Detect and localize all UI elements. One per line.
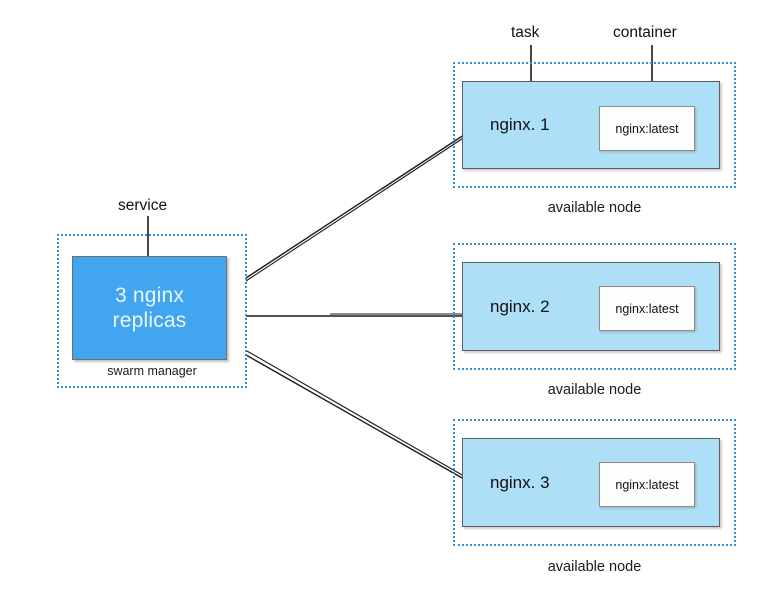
task-label-1: nginx. 1 [490, 115, 550, 134]
container-box-2[interactable]: nginx:latest [599, 286, 695, 331]
service-box[interactable]: 3 nginx replicas [72, 256, 227, 360]
callout-label-task: task [511, 24, 540, 41]
callout-label-container: container [613, 24, 677, 41]
swarm-manager-caption: swarm manager [107, 364, 197, 378]
callout-label-service: service [118, 197, 168, 214]
task-label-2: nginx. 2 [490, 296, 550, 316]
arrow-service-to-node3 [245, 350, 479, 488]
node-caption-3: available node [547, 559, 642, 575]
arrow-service-to-node2 [246, 311, 479, 321]
swarm-manager-group [57, 234, 247, 388]
available-node-group-2 [453, 243, 736, 370]
service-line-1: 3 nginx [114, 284, 185, 307]
container-label-3: nginx:latest [615, 477, 679, 492]
task-box-1[interactable]: nginx. 1 [462, 81, 720, 169]
container-box-3[interactable]: nginx:latest [599, 462, 695, 507]
arrow-service-to-node1 [245, 126, 477, 282]
task-label-3: nginx. 3 [490, 472, 550, 492]
container-label-1: nginx:latest [615, 121, 679, 136]
available-node-group-3 [453, 419, 736, 546]
node-caption-1: available node [547, 200, 642, 216]
service-box-text: 3 nginx replicas [113, 283, 187, 333]
available-node-group-1 [453, 62, 736, 188]
node-caption-2: available node [547, 382, 642, 398]
container-label-2: nginx:latest [615, 301, 679, 316]
service-line-2: replicas [112, 309, 187, 332]
container-box-1[interactable]: nginx:latest [599, 106, 695, 151]
